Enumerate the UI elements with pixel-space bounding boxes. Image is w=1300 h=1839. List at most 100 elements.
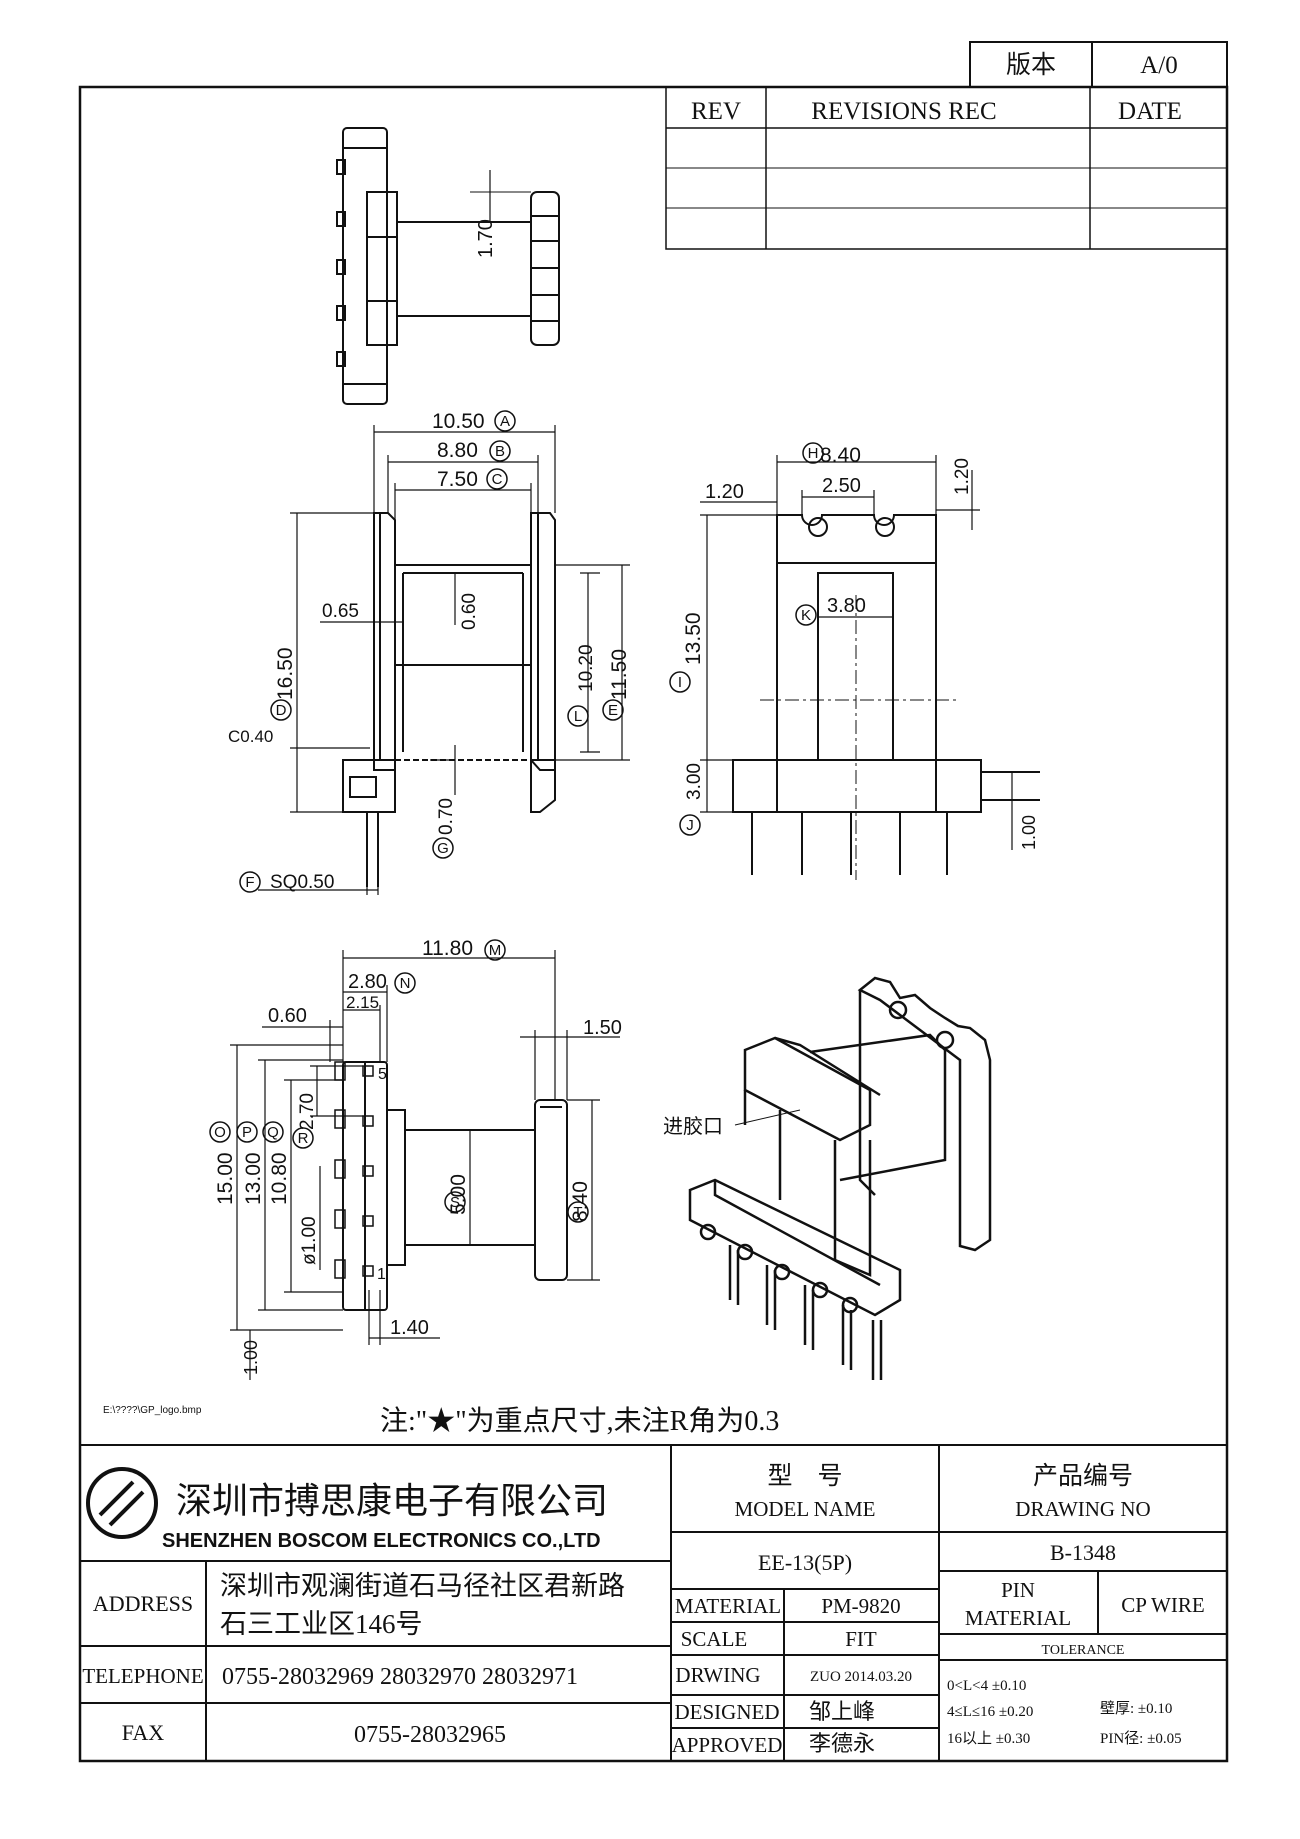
dim-height-i: 13.50 <box>682 612 705 665</box>
dim-top-gap: 1.20 <box>952 458 973 495</box>
dim-o: 15.00 <box>214 1152 237 1205</box>
dim-p: 13.00 <box>242 1152 265 1205</box>
marker-h: H <box>808 445 819 462</box>
version-value: A/0 <box>1140 52 1178 79</box>
dim-hole: ø1.00 <box>299 1216 320 1265</box>
tolerance-row-2: 4≤L≤16 ±0.20 <box>947 1704 1033 1720</box>
title-block <box>80 1444 1227 1761</box>
pin-material-label-1: PIN <box>1001 1578 1035 1602</box>
version-box: 版本 A/0 <box>969 41 1228 88</box>
marker-k: K <box>801 607 811 624</box>
marker-c: C <box>492 471 503 488</box>
pin-tolerance: PIN径: ±0.05 <box>1100 1730 1182 1747</box>
logo-path: E:\????\GP_logo.bmp <box>103 1405 202 1416</box>
approved-label: APPROVED <box>672 1733 783 1757</box>
wall-tolerance: 壁厚: ±0.10 <box>1100 1700 1172 1717</box>
dim-core-wall: 0.60 <box>459 593 480 630</box>
marker-p: P <box>242 1124 252 1141</box>
dim-width-b: 8.80 <box>437 439 478 462</box>
marker-m: M <box>489 942 502 959</box>
dim-chamfer: C0.40 <box>228 727 273 746</box>
fax-value: 0755-28032965 <box>354 1722 506 1748</box>
scale-label: SCALE <box>681 1627 748 1651</box>
dim-height-d: 16.50 <box>274 647 297 700</box>
dim-notch: 2.50 <box>822 475 861 497</box>
dim-off: 0.60 <box>268 1005 307 1027</box>
revisions-rec-header: REVISIONS REC <box>811 98 996 125</box>
top-dim-height: 1.70 <box>475 219 497 258</box>
title-block-text: 深圳市搏思康电子有限公司 SHENZHEN BOSCOM ELECTRONICS… <box>82 1462 1204 1757</box>
marker-f: F <box>245 874 254 891</box>
company-logo <box>86 1467 158 1539</box>
dim-width-a: 10.50 <box>432 410 485 433</box>
marker-q: Q <box>267 1124 279 1141</box>
dim-foot: 1.00 <box>241 1340 261 1375</box>
designed-value: 邹上峰 <box>809 1699 875 1724</box>
tolerance-label: TOLERANCE <box>1042 1643 1125 1658</box>
drwing-value: ZUO 2014.03.20 <box>810 1669 912 1685</box>
marker-s: S <box>450 1194 460 1211</box>
version-label: 版本 <box>1006 51 1056 79</box>
dim-flange: 1.50 <box>583 1017 622 1039</box>
dim-n: 2.80 <box>348 971 387 993</box>
marker-n: N <box>400 975 411 992</box>
dim-length-m: 11.80 <box>422 937 473 960</box>
bottom-view: 11.80 2.80 2.15 0.60 1.50 15.00 13.00 10… <box>209 937 622 1380</box>
outer-frame <box>78 85 1229 1763</box>
material-value: PM-9820 <box>821 1594 900 1618</box>
dim-wall: 0.65 <box>322 601 359 622</box>
side-view: 8.40 1.20 2.50 1.20 3.80 13.50 3.00 1.00… <box>669 442 1040 880</box>
drawing-value: B-1348 <box>1050 1540 1116 1565</box>
address-label: ADDRESS <box>93 1591 193 1616</box>
tolerance-row-1: 0<L<4 ±0.10 <box>947 1678 1026 1694</box>
marker-d: D <box>276 702 287 719</box>
dim-r: 2.70 <box>297 1093 318 1130</box>
tolerance-row-3: 16以上 ±0.30 <box>947 1730 1030 1747</box>
marker-o: O <box>214 1124 226 1141</box>
address-line2: 石三工业区146号 <box>220 1609 423 1639</box>
address-line1: 深圳市观澜街道石马径社区君新路 <box>220 1571 625 1601</box>
dim-pin-len: 1.00 <box>1019 815 1039 850</box>
marker-j: J <box>686 817 694 834</box>
top-view: 1.70 <box>336 127 560 405</box>
drwing-label: DRWING <box>675 1663 760 1687</box>
marker-e: E <box>608 702 618 719</box>
approved-value: 李德永 <box>809 1731 875 1756</box>
company-name-cn: 深圳市搏思康电子有限公司 <box>176 1481 608 1521</box>
marker-r: R <box>298 1130 309 1147</box>
revisions-table: REV REVISIONS REC DATE <box>665 86 1228 250</box>
drawing-label-cn: 产品编号 <box>1033 1462 1133 1490</box>
marker-i: I <box>678 674 682 691</box>
iso-view: 进胶口 <box>663 976 992 1380</box>
rev-header: REV <box>691 98 741 125</box>
dim-pin-f: SQ0.50 <box>270 872 334 893</box>
pin-material-label-2: MATERIAL <box>965 1606 1071 1630</box>
fax-label: FAX <box>122 1720 164 1745</box>
dim-width-h: 8.40 <box>820 444 861 467</box>
telephone-label: TELEPHONE <box>82 1664 203 1688</box>
dim-pitch: 1.40 <box>390 1317 429 1339</box>
model-value: EE-13(5P) <box>758 1550 852 1575</box>
dim-height-l: 10.20 <box>576 644 597 692</box>
marker-a: A <box>500 413 510 430</box>
telephone-value: 0755-28032969 28032970 28032971 <box>222 1664 578 1690</box>
pin-number-5: 5 <box>378 1066 387 1083</box>
pin-material-value: CP WIRE <box>1121 1593 1204 1617</box>
front-view: 10.50 8.80 7.50 0.65 0.60 16.50 10.20 11… <box>228 410 631 895</box>
marker-l: L <box>574 708 582 725</box>
pin-number-1: 1 <box>377 1266 386 1283</box>
dim-flange-g: 0.70 <box>436 798 457 835</box>
dim-height-e: 11.50 <box>608 649 631 700</box>
scale-value: FIT <box>845 1627 877 1651</box>
dim-core-k: 3.80 <box>827 595 866 617</box>
company-name-en: SHENZHEN BOSCOM ELECTRONICS CO.,LTD <box>162 1530 601 1552</box>
model-label-en: MODEL NAME <box>735 1497 876 1521</box>
marker-t: T <box>573 1204 582 1221</box>
material-label: MATERIAL <box>675 1594 781 1618</box>
designed-label: DESIGNED <box>675 1700 780 1724</box>
dim-n2: 2.15 <box>346 993 379 1012</box>
marker-g: G <box>437 840 449 857</box>
drawing-note: 注:"★"为重点尺寸,未注R角为0.3 <box>380 1405 779 1437</box>
dim-base-j: 3.00 <box>684 763 705 800</box>
